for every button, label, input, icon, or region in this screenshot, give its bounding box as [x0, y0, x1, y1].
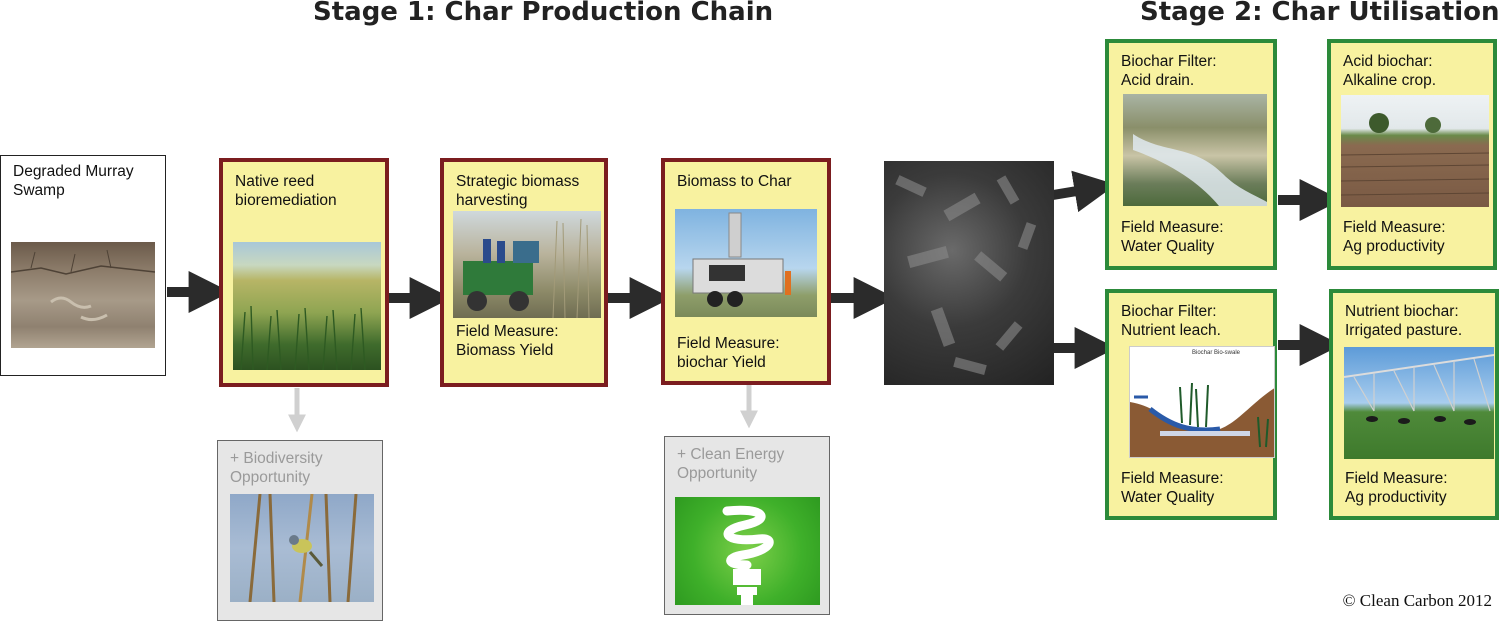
crop-field-icon — [1341, 113, 1489, 196]
stage1-title: Stage 1: Char Production Chain — [313, 0, 774, 27]
char-box: Biomass to Char Field Measure: biochar Y… — [661, 158, 831, 385]
filter-acid-measure-value: Water Quality — [1121, 238, 1215, 255]
harvest-measure-label: Field Measure: — [456, 323, 559, 340]
filter-acid-measure-label: Field Measure: — [1121, 219, 1224, 236]
reeds-icon — [240, 305, 366, 370]
filter-acid-box: Biochar Filter: Acid drain. Field Measur… — [1105, 39, 1277, 270]
bird-on-reed-icon — [248, 494, 358, 602]
harvester-icon — [463, 218, 590, 318]
filter-acid-label-2: Acid drain. — [1121, 72, 1195, 89]
acid-drain-icon — [1133, 134, 1267, 206]
acid-crop-measure-label: Field Measure: — [1343, 219, 1446, 236]
acid-crop-label-2: Alkaline crop. — [1343, 72, 1437, 89]
filter-nutrient-label-2: Nutrient leach. — [1121, 322, 1221, 339]
filter-nutrient-measure-value: Water Quality — [1121, 489, 1215, 506]
filter-acid-label-1: Biochar Filter: — [1121, 53, 1217, 70]
char-measure-label: Field Measure: — [677, 335, 780, 352]
swamp-label-2: Swamp — [13, 182, 65, 199]
char-photo — [675, 209, 817, 317]
biodiversity-box: + Biodiversity Opportunity — [217, 440, 383, 621]
pasture-label-2: Irrigated pasture. — [1345, 322, 1463, 339]
harvest-measure-value: Biomass Yield — [456, 342, 554, 359]
energy-graphic — [675, 497, 820, 605]
energy-box: + Clean Energy Opportunity — [664, 436, 830, 615]
filter-nutrient-measure-label: Field Measure: — [1121, 470, 1224, 487]
bioswale-icon — [1130, 382, 1274, 457]
acid-crop-measure-value: Ag productivity — [1343, 238, 1445, 255]
acid-crop-box: Acid biochar: Alkaline crop. Field Measu… — [1327, 39, 1497, 270]
acid-crop-label-1: Acid biochar: — [1343, 53, 1433, 70]
biochar-pieces-icon — [895, 175, 1037, 375]
char-label-1: Biomass to Char — [677, 173, 792, 190]
copyright-text: © Clean Carbon 2012 — [1342, 591, 1492, 610]
pasture-measure-value: Ag productivity — [1345, 489, 1447, 506]
char-measure-value: biochar Yield — [677, 354, 766, 371]
reed-box: Native reed bioremediation — [219, 158, 389, 387]
pasture-measure-label: Field Measure: — [1345, 470, 1448, 487]
pasture-label-1: Nutrient biochar: — [1345, 303, 1459, 320]
bird-photo — [230, 494, 374, 602]
harvest-label-2: harvesting — [456, 192, 528, 209]
pyrolysis-unit-icon — [692, 212, 791, 307]
filter-acid-photo — [1123, 94, 1267, 206]
energy-label-1: + Clean Energy — [677, 446, 785, 463]
swamp-label-1: Degraded Murray — [13, 163, 134, 180]
pasture-photo — [1344, 347, 1494, 459]
swamp-box: Degraded Murray Swamp — [0, 155, 166, 376]
reed-label-2: bioremediation — [235, 192, 337, 209]
filter-nutrient-label-1: Biochar Filter: — [1121, 303, 1217, 320]
harvest-box: Strategic biomass harvesting Field Measu… — [440, 158, 608, 387]
biochar-photo — [884, 161, 1054, 385]
reed-photo — [233, 242, 381, 370]
pasture-box: Nutrient biochar: Irrigated pasture. Fie… — [1329, 289, 1499, 520]
bioswale-label: Biochar Bio-swale — [1192, 350, 1241, 356]
irrigator-icon — [1344, 354, 1494, 425]
reed-label-1: Native reed — [235, 173, 315, 190]
biodiversity-label-2: Opportunity — [230, 469, 311, 486]
biodiversity-label-1: + Biodiversity — [230, 450, 323, 467]
filter-nutrient-box: Biochar Filter: Nutrient leach. Biochar … — [1105, 289, 1277, 520]
harvest-photo — [453, 211, 601, 318]
acid-crop-photo — [1341, 95, 1489, 207]
bioswale-diagram: Biochar Bio-swale — [1129, 346, 1275, 458]
lightbulb-icon — [722, 505, 774, 605]
harvest-label-1: Strategic biomass — [456, 173, 580, 190]
swamp-photo — [11, 242, 155, 348]
arrow-biochar-filter-acid — [1052, 170, 1117, 213]
stage2-title: Stage 2: Char Utilisation — [1140, 0, 1500, 27]
energy-label-2: Opportunity — [677, 465, 758, 482]
cracked-mud-icon — [11, 249, 155, 322]
